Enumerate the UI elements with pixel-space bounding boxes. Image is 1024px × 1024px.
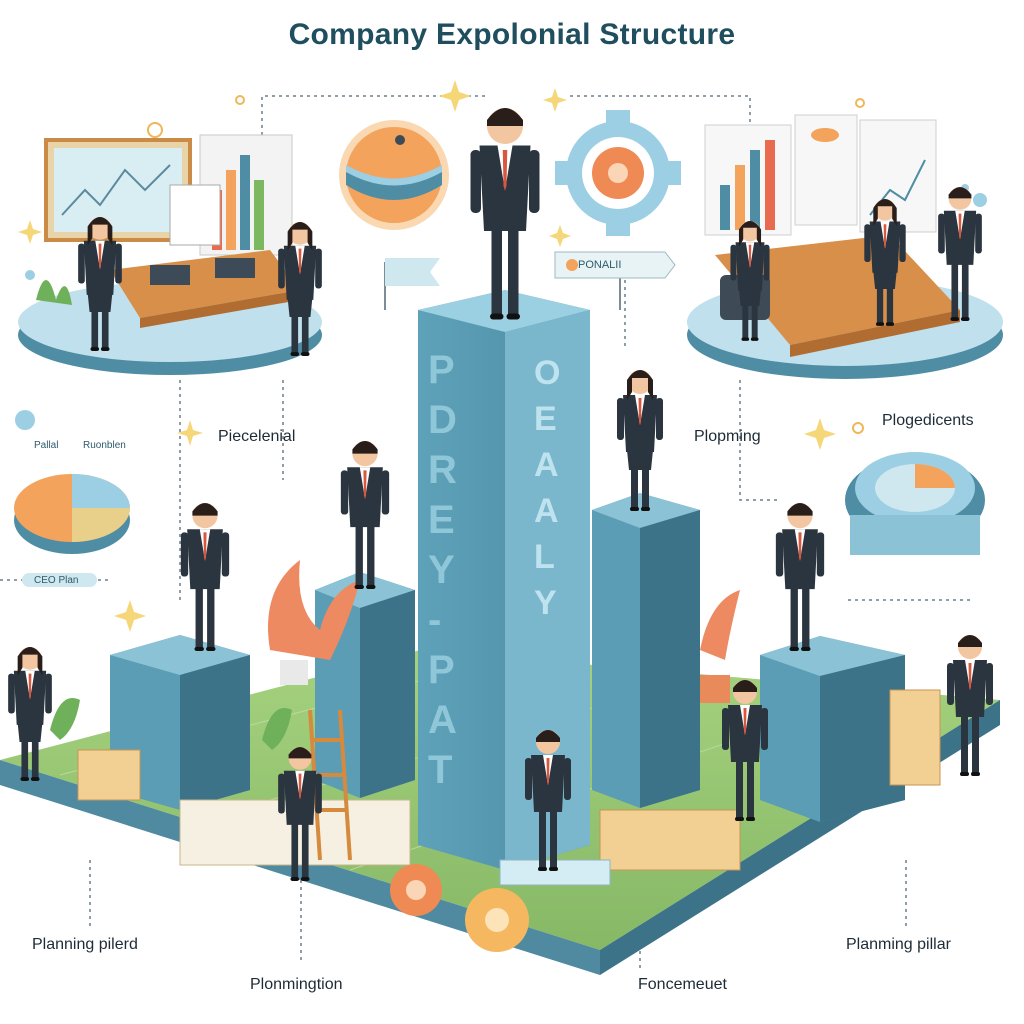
person-figure: [78, 217, 122, 351]
person-figure: [8, 647, 52, 781]
person-figure: [470, 108, 540, 320]
ribbon-tag-left: CEO Plan: [34, 575, 79, 586]
person-figure: [278, 222, 322, 356]
page-title: Company Expolonial Structure: [288, 18, 736, 51]
right-office-scene: [687, 114, 1003, 379]
person-figure: [730, 221, 770, 341]
pie-chart-left: [14, 410, 130, 587]
person-figure: [617, 370, 663, 511]
gear-right: [845, 452, 985, 555]
label-plopming: Plopming: [694, 428, 761, 445]
label-planning-pilerd: Planning pilerd: [32, 936, 138, 953]
sun-orb: [339, 120, 449, 230]
chart-tag-right: Ruonblen: [83, 440, 126, 451]
sign-tag-right: PONALII: [578, 259, 622, 271]
person-figure: [938, 187, 982, 321]
person-figure: [340, 441, 390, 590]
person-figure: [947, 635, 993, 776]
person-figure: [864, 199, 906, 326]
label-plogedicents: Plogedicents: [882, 412, 974, 429]
pillar-front-text: PDREY-PA T: [428, 348, 457, 792]
person-figure: [525, 730, 571, 871]
label-planming-pillar: Planming pillar: [846, 936, 951, 953]
label-foncemeuet: Foncemeuet: [638, 976, 727, 993]
flag-signs: [384, 251, 676, 310]
person-figure: [775, 503, 825, 652]
gear-top: [555, 110, 681, 236]
pillar-side-text: O EAALY: [534, 354, 561, 622]
person-figure: [722, 680, 768, 821]
label-plonmingtion: Plonmingtion: [250, 976, 343, 993]
person-figure: [180, 503, 230, 652]
sparkles: [18, 80, 836, 632]
gears-bottom: [390, 864, 529, 952]
person-figure: [278, 747, 322, 881]
plants: [50, 560, 740, 750]
label-piecelenial: Piecelenial: [218, 428, 296, 445]
chart-tag-left: Pallal: [34, 440, 59, 451]
